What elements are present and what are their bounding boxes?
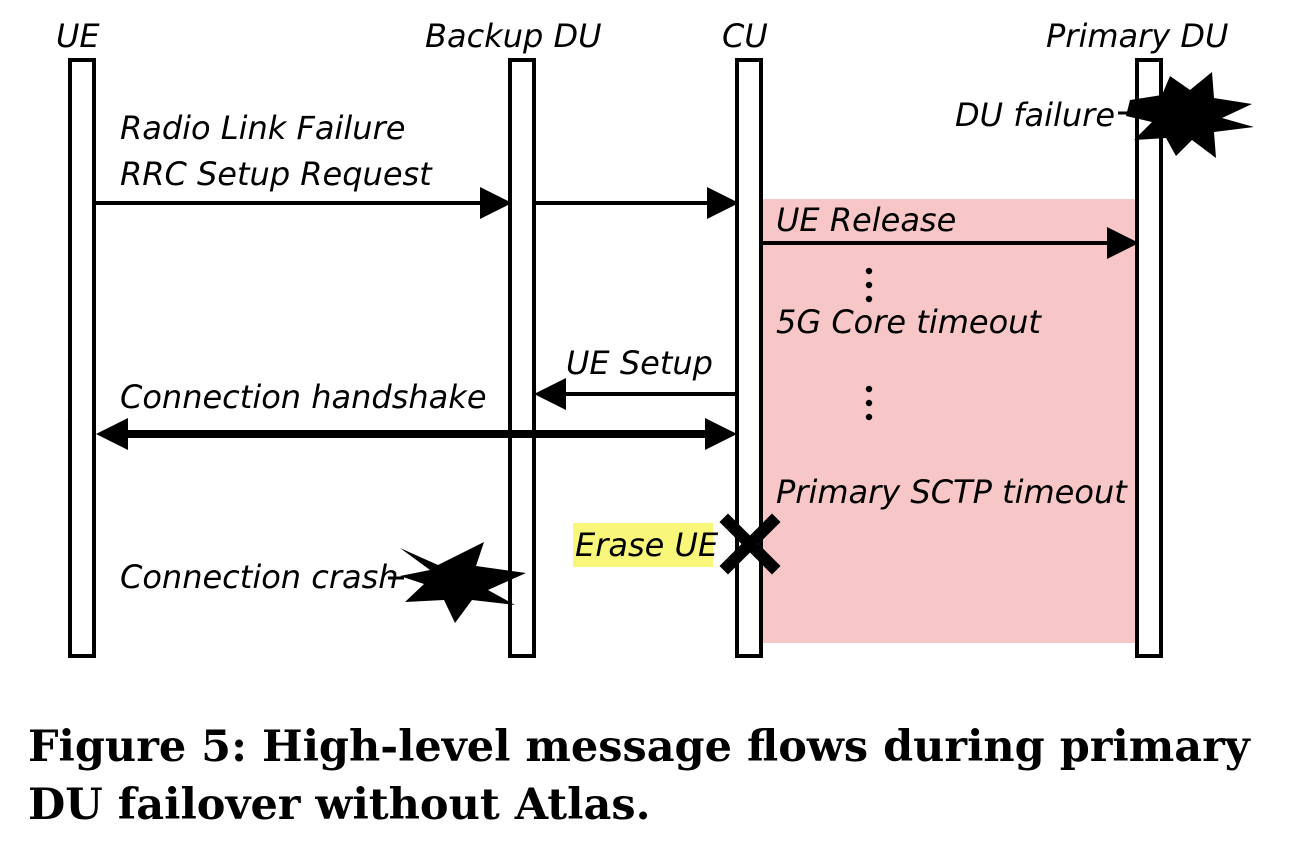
- backup-du-lifeline: [508, 58, 536, 658]
- sctp-timeout-label: Primary SCTP timeout: [776, 473, 1128, 511]
- core-timeout-label: 5G Core timeout: [776, 303, 1042, 341]
- connection-crash-label: Connection crash: [120, 558, 399, 596]
- du-failure-burst-icon: [1126, 72, 1254, 158]
- primary-du-label: Primary DU: [1046, 17, 1228, 55]
- ellipsis-dot: [865, 413, 873, 421]
- failure-region: [762, 199, 1136, 643]
- ellipsis-dot: [865, 267, 873, 275]
- cu-label: CU: [722, 17, 768, 55]
- primary-du-lifeline: [1135, 58, 1163, 658]
- erase-cross-icon: [719, 513, 781, 575]
- handshake-arrowhead-right: [705, 418, 737, 450]
- ellipsis-dot: [865, 295, 873, 303]
- cu-lifeline: [735, 58, 763, 658]
- ue-label: UE: [56, 17, 100, 55]
- ellipsis-dot: [865, 281, 873, 289]
- ue-release-label: UE Release: [776, 201, 956, 239]
- backup-du-label: Backup DU: [425, 17, 602, 55]
- message-flow-diagram: UE Backup DU CU Primary DU Radio Link Fa…: [56, 17, 1254, 658]
- du-failure-label: DU failure: [955, 96, 1115, 134]
- rrc-setup-request-label: RRC Setup Request: [120, 155, 433, 193]
- connection-crash-burst-icon: [400, 542, 526, 623]
- ue-setup-label: UE Setup: [566, 344, 713, 382]
- figure-caption: Figure 5: High-level message flows durin…: [28, 722, 1250, 830]
- radio-link-failure-label: Radio Link Failure: [120, 109, 405, 147]
- connection-handshake-label: Connection handshake: [120, 378, 487, 416]
- ellipsis-dot: [865, 399, 873, 407]
- erase-ue-highlight: [573, 523, 713, 567]
- ellipsis-dot: [865, 385, 873, 393]
- handshake-arrowhead-left: [96, 418, 128, 450]
- erase-ue-label: Erase UE: [575, 526, 719, 564]
- ue-lifeline: [68, 58, 96, 658]
